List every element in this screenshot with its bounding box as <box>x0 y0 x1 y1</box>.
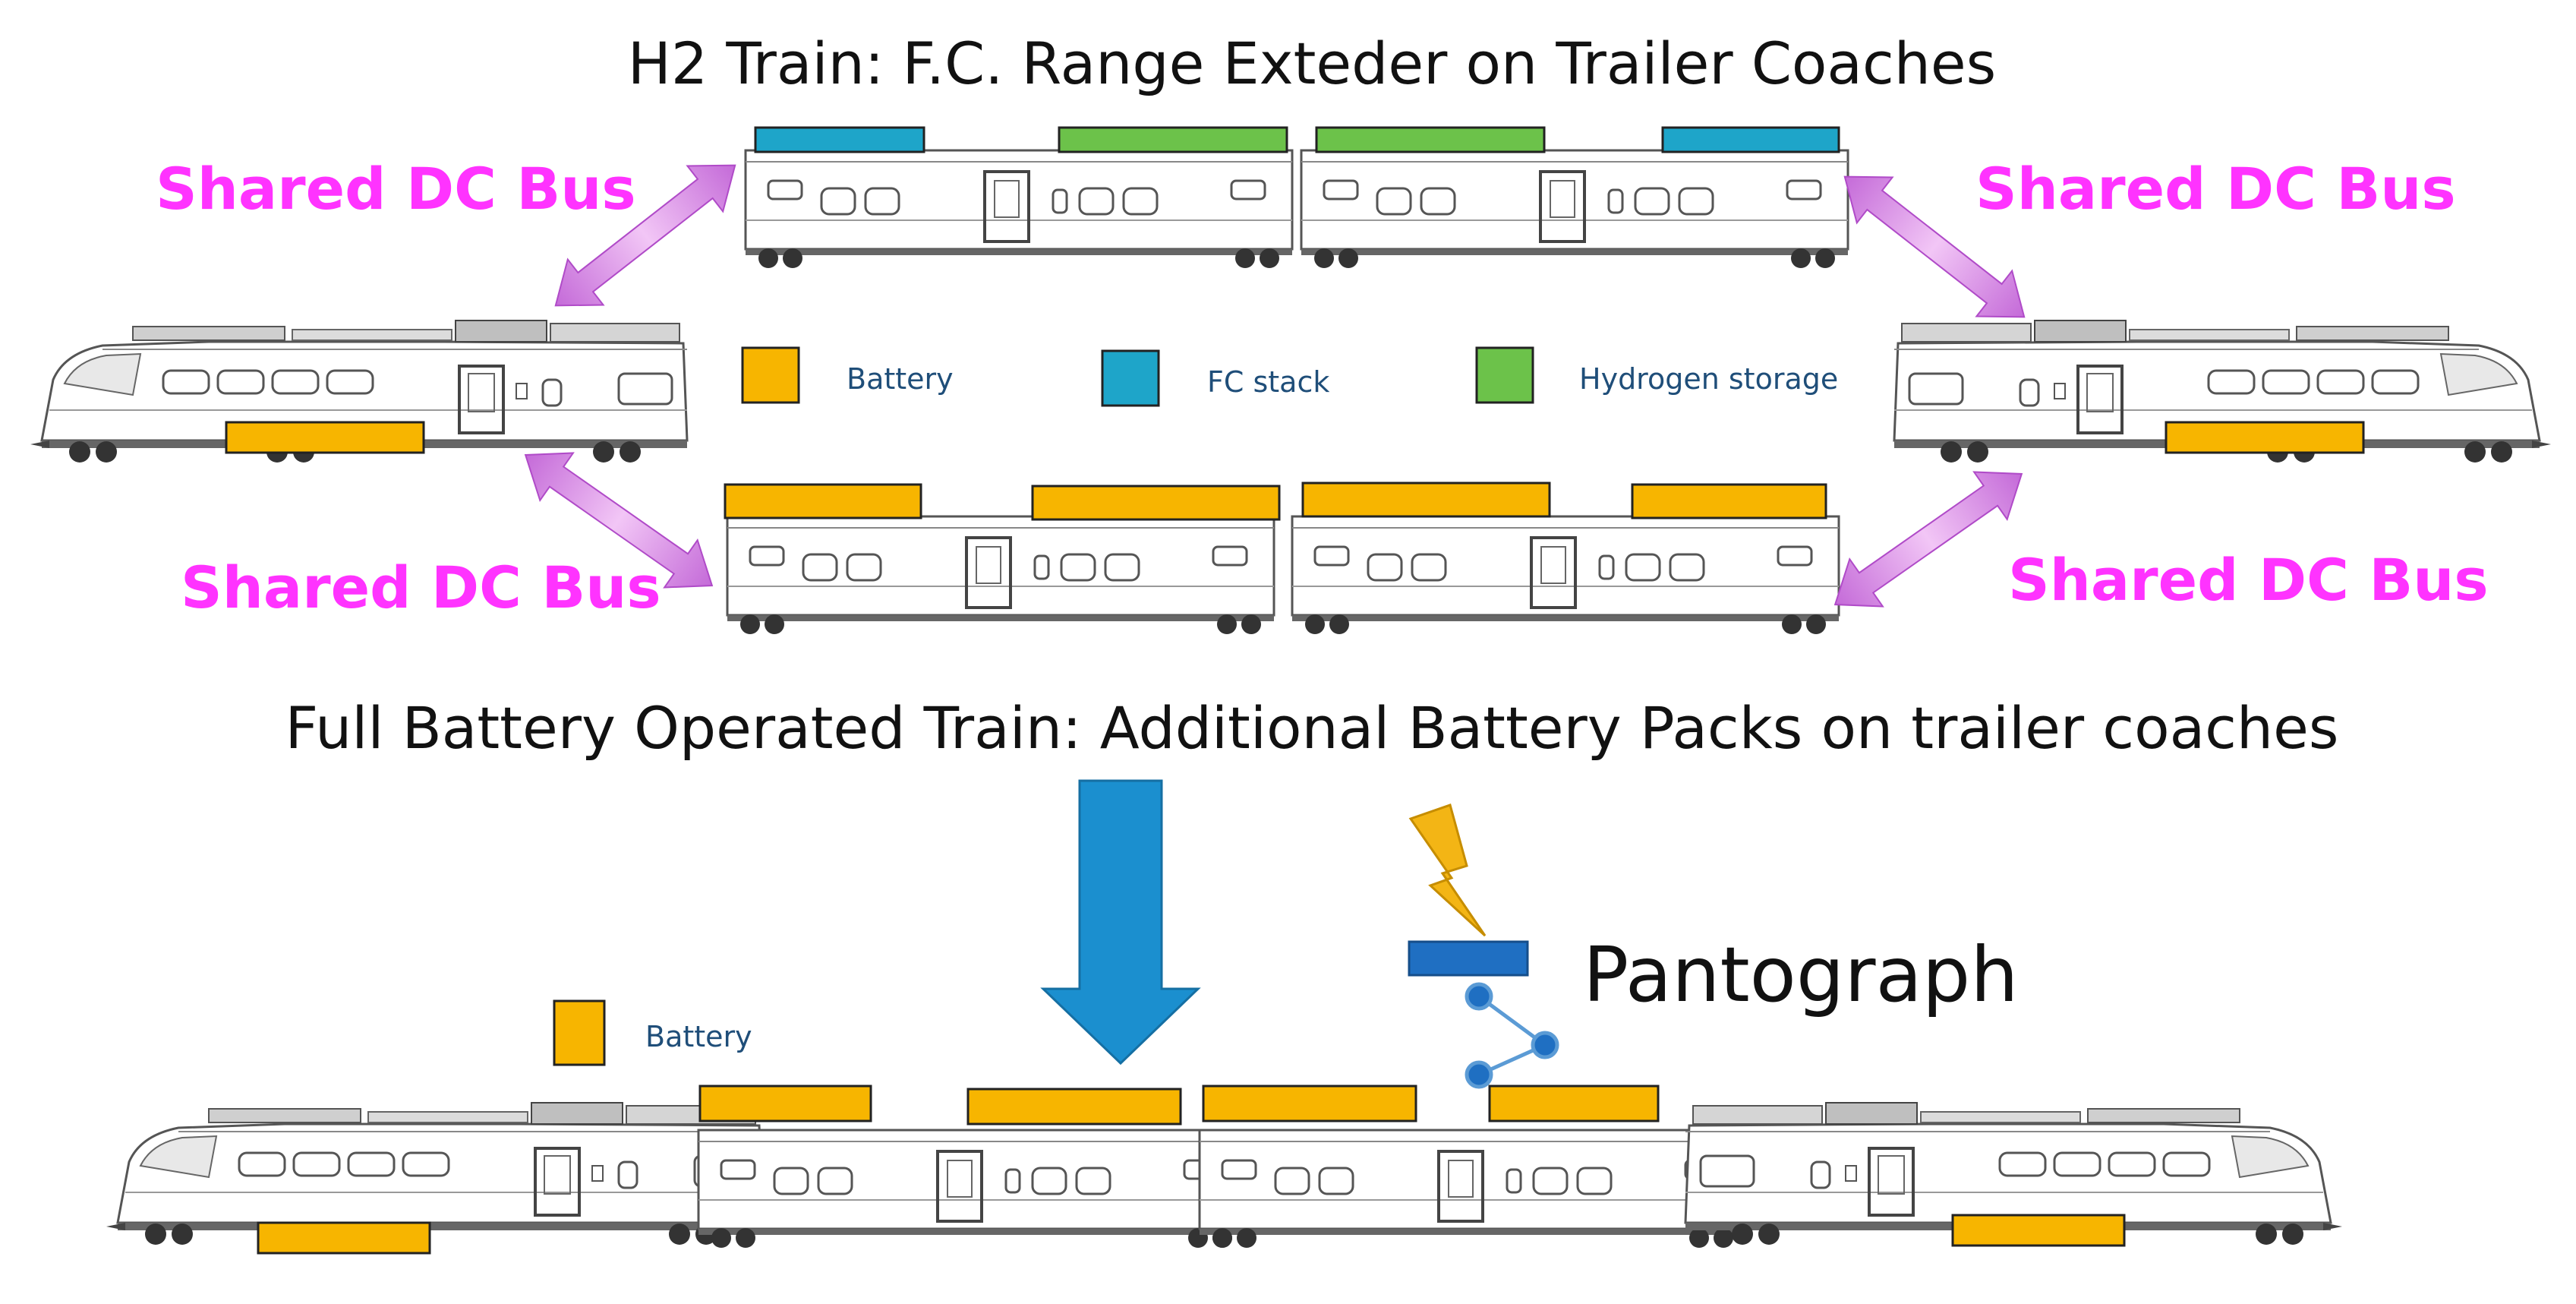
battery-pack-block <box>966 1088 1182 1126</box>
down-arrow <box>1040 779 1201 1066</box>
pantograph-bar <box>1408 940 1529 977</box>
battery-legend-label-bottom: Battery <box>645 1020 752 1053</box>
locomotive-battery-block <box>225 421 425 454</box>
top-trailer-coach-2 <box>1300 149 1849 270</box>
locomotive-battery-block <box>2165 421 2365 454</box>
bottom-trailer-coach-1 <box>697 1129 1247 1249</box>
bottom-left-locomotive <box>105 1101 765 1255</box>
hydrogen-storage-block <box>1058 126 1288 153</box>
battery-pack-block <box>698 1085 872 1122</box>
shared-dc-bus-label-top-left: Shared DC Bus <box>156 155 636 223</box>
battery-legend-swatch <box>741 346 800 404</box>
battery-legend-swatch-bottom <box>553 999 606 1066</box>
battery-pack-block <box>1031 485 1281 521</box>
lower-trailer-coaches <box>724 482 1840 636</box>
bus-arrow-bottom-right <box>1818 449 2039 630</box>
hydrogen-storage-legend-swatch <box>1475 346 1534 404</box>
battery-pack-block <box>1202 1085 1417 1122</box>
bottom-trailer-coach-2 <box>1198 1129 1748 1249</box>
locomotive-battery-block <box>257 1221 431 1255</box>
top-trailer-coach-1 <box>744 149 1294 270</box>
shared-dc-bus-label-bottom-left: Shared DC Bus <box>181 554 661 621</box>
battery-pack-block <box>1301 482 1551 518</box>
hydrogen-storage-block <box>1315 126 1546 153</box>
title-top: H2 Train: F.C. Range Exteder on Trailer … <box>628 30 1997 97</box>
lightning-icon <box>1408 804 1487 937</box>
pantograph-arm-icon <box>1465 982 1559 1089</box>
fc-stack-block <box>754 126 925 153</box>
fc-stack-block <box>1661 126 1840 153</box>
battery-pack-block <box>1631 483 1827 519</box>
battery-pack-block <box>1488 1085 1660 1122</box>
fc-stack-legend-label: FC stack <box>1207 365 1329 399</box>
left-locomotive <box>29 319 689 464</box>
shared-dc-bus-label-top-right: Shared DC Bus <box>1975 155 2456 223</box>
battery-legend-label: Battery <box>847 362 954 396</box>
bottom-battery-train <box>105 1085 2344 1255</box>
title-middle: Full Battery Operated Train: Additional … <box>285 694 2339 762</box>
locomotive-battery-block <box>1951 1214 2126 1247</box>
lower-trailer-coach-1 <box>726 515 1275 636</box>
fc-stack-legend-swatch <box>1101 349 1160 407</box>
legend: Battery FC stack Hydrogen storage <box>741 346 1838 407</box>
pantograph-label: Pantograph <box>1583 930 2019 1019</box>
shared-dc-bus-label-bottom-right: Shared DC Bus <box>2008 546 2489 614</box>
battery-pack-block <box>724 483 922 519</box>
top-trailer-coaches <box>744 126 1849 270</box>
lower-trailer-coach-2 <box>1291 515 1840 636</box>
hydrogen-storage-legend-label: Hydrogen storage <box>1579 362 1838 396</box>
